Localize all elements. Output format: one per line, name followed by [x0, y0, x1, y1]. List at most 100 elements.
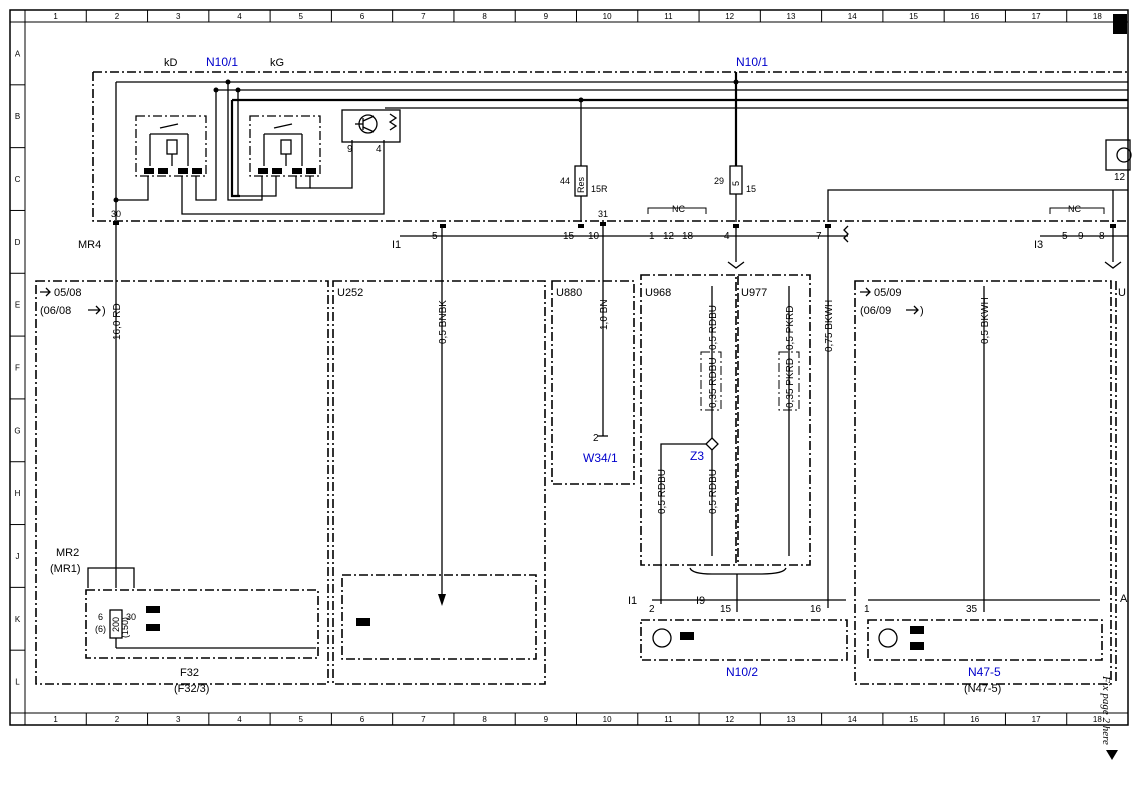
column-label-18: 18: [1093, 715, 1102, 724]
label-n47-5-alt: (N47-5): [964, 683, 1001, 695]
label-kg: kG: [270, 57, 284, 69]
column-label-16: 16: [970, 715, 979, 724]
svg-text:0,35 PKRD: 0,35 PKRD: [785, 358, 796, 408]
column-label-1: 1: [53, 12, 58, 21]
svg-text:15R: 15R: [591, 184, 608, 194]
column-label-17: 17: [1032, 12, 1041, 21]
corner-number: 18: [1114, 14, 1124, 24]
column-label-7: 7: [421, 12, 426, 21]
column-label-15: 15: [909, 715, 918, 724]
svg-text:200: 200: [111, 617, 121, 632]
svg-text:): ): [102, 305, 106, 317]
row-label-E: E: [15, 301, 20, 310]
svg-text:Res: Res: [576, 176, 586, 193]
svg-text:NC: NC: [1068, 204, 1081, 214]
row-label-J: J: [16, 552, 20, 561]
section-f32-title: 05/08: [54, 287, 82, 299]
svg-text:7: 7: [816, 231, 822, 242]
svg-text:0,35 RDBU: 0,35 RDBU: [708, 357, 719, 408]
column-label-13: 13: [787, 12, 796, 21]
wire-1-0-bn: 1,0 BN: [599, 299, 610, 330]
section-f32: [35, 280, 329, 685]
n10-2-component: [640, 619, 848, 661]
svg-text:31: 31: [598, 209, 608, 219]
label-mr1: (MR1): [50, 563, 81, 575]
row-label-G: G: [14, 426, 20, 435]
svg-text:): ): [920, 305, 924, 317]
column-label-3: 3: [176, 715, 181, 724]
column-label-8: 8: [482, 12, 487, 21]
n47-5-component: [867, 619, 1103, 661]
section-n47-5-sub: (06/09: [860, 305, 891, 317]
svg-text:0,5 BKWH: 0,5 BKWH: [980, 297, 991, 344]
svg-text:29: 29: [714, 176, 724, 186]
column-label-3: 3: [176, 12, 181, 21]
section-u968-title: U968: [645, 287, 671, 299]
section-u977-title: U977: [741, 287, 767, 299]
transistor-module: 9 4: [341, 109, 401, 155]
column-label-6: 6: [360, 715, 365, 724]
svg-text:1: 1: [864, 604, 870, 615]
svg-text:(6): (6): [95, 624, 106, 634]
wire-16-rd: 16,0 RD: [112, 303, 123, 340]
column-label-12: 12: [725, 12, 734, 21]
column-label-13: 13: [787, 715, 796, 724]
row-label-C: C: [15, 175, 21, 184]
column-label-2: 2: [115, 12, 120, 21]
row-label-D: D: [15, 238, 21, 247]
row-label-B: B: [15, 112, 20, 121]
svg-text:2: 2: [593, 433, 599, 444]
section-n47-5-title: 05/09: [874, 287, 902, 299]
svg-text:44: 44: [560, 176, 570, 186]
column-label-10: 10: [603, 715, 612, 724]
svg-text:4: 4: [724, 231, 730, 242]
column-label-8: 8: [482, 715, 487, 724]
svg-text:2: 2: [649, 604, 655, 615]
component-n47-5: N47-5: [968, 665, 1001, 679]
row-label-K: K: [15, 615, 21, 624]
svg-text:0,5 PKRD: 0,5 PKRD: [785, 306, 796, 350]
svg-text:0,5 RDBU: 0,5 RDBU: [708, 305, 719, 350]
fuse-44: Res 44 15R: [560, 97, 608, 222]
section-u252-title: U252: [337, 287, 363, 299]
label-f32: F32: [180, 667, 199, 679]
section-u968: [640, 274, 737, 566]
column-label-11: 11: [664, 12, 673, 21]
page-corner-icon: [1113, 14, 1127, 34]
section-u252: [332, 280, 546, 685]
section-u880-title: U880: [556, 287, 582, 299]
relay-pin-4: 4: [376, 144, 382, 155]
column-label-17: 17: [1032, 715, 1041, 724]
component-n10-2: N10/2: [726, 665, 758, 679]
svg-text:15: 15: [720, 604, 732, 615]
svg-text:5: 5: [432, 231, 438, 242]
svg-text:6: 6: [98, 612, 103, 622]
svg-text:35: 35: [966, 604, 978, 615]
fuse-29: 5 29 15: [714, 72, 756, 222]
svg-text:15: 15: [746, 184, 756, 194]
column-label-15: 15: [909, 12, 918, 21]
column-label-5: 5: [299, 12, 304, 21]
column-label-10: 10: [603, 12, 612, 21]
svg-text:12: 12: [663, 231, 675, 242]
label-mr2: MR2: [56, 547, 79, 559]
svg-text:30: 30: [126, 612, 136, 622]
f32-component: [85, 589, 319, 659]
column-label-2: 2: [115, 715, 120, 724]
hand-icon-u252: [356, 618, 370, 626]
right-section-u: U: [1118, 287, 1126, 299]
column-label-5: 5: [299, 715, 304, 724]
label-i3: I3: [1034, 239, 1043, 251]
relay-kg: [249, 115, 321, 177]
hand-icon-n47-5: [910, 626, 924, 634]
column-label-9: 9: [544, 12, 549, 21]
svg-text:10: 10: [588, 231, 600, 242]
svg-text:0,5 RDBU: 0,5 RDBU: [657, 469, 668, 514]
section-u977: [737, 274, 811, 566]
wire-0-5-bnbk: 0,5 BNBK: [438, 300, 449, 344]
svg-text:A: A: [1120, 593, 1128, 605]
svg-text:30: 30: [111, 209, 121, 219]
row-label-A: A: [15, 49, 21, 58]
